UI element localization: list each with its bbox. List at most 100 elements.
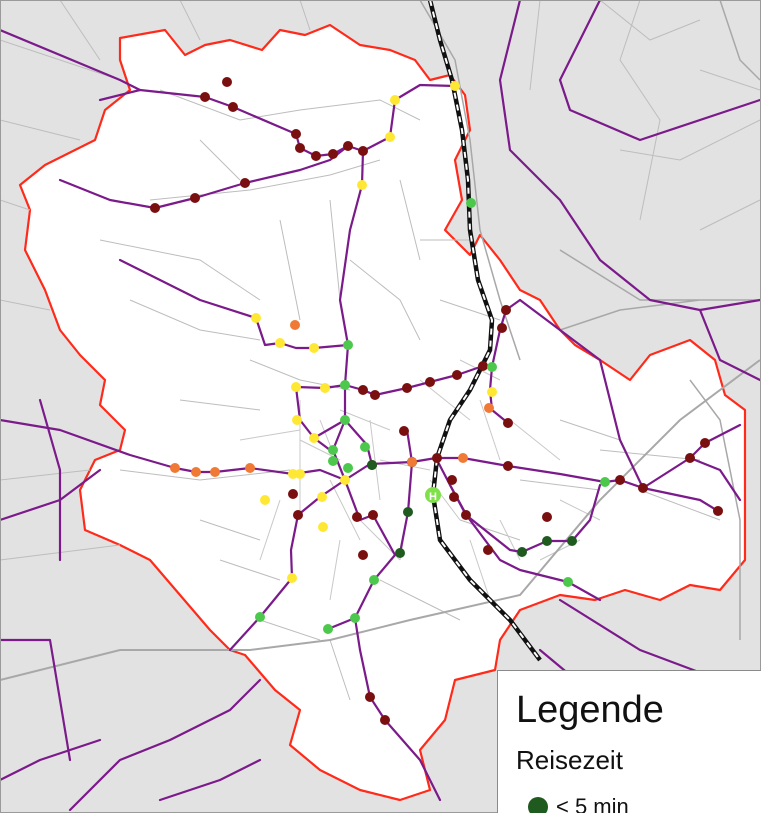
stop-marker-light-green[interactable] [369,575,379,585]
stop-marker-orange[interactable] [458,453,468,463]
stop-marker-light-green[interactable] [360,442,370,452]
stop-marker-light-green[interactable] [323,624,333,634]
stop-marker-dark-green[interactable] [395,548,405,558]
central-station[interactable]: H [425,487,441,503]
stop-marker-dark-red[interactable] [295,143,305,153]
stop-marker-dark-red[interactable] [343,141,353,151]
stop-marker-yellow[interactable] [357,180,367,190]
stop-marker-dark-red[interactable] [358,550,368,560]
stop-marker-yellow[interactable] [318,522,328,532]
stop-marker-dark-red[interactable] [461,510,471,520]
stop-marker-dark-red[interactable] [503,418,513,428]
stop-marker-dark-red[interactable] [328,149,338,159]
stop-marker-dark-red[interactable] [365,692,375,702]
stop-marker-dark-green[interactable] [403,507,413,517]
legend-entry: < 5 min [528,794,629,813]
stop-marker-dark-red[interactable] [432,453,442,463]
stop-marker-dark-red[interactable] [240,178,250,188]
stop-marker-yellow[interactable] [390,95,400,105]
stop-marker-light-green[interactable] [350,613,360,623]
stop-marker-light-green[interactable] [343,340,353,350]
stop-marker-yellow[interactable] [309,343,319,353]
stop-marker-dark-red[interactable] [368,510,378,520]
stop-marker-yellow[interactable] [340,475,350,485]
stop-marker-orange[interactable] [290,320,300,330]
stop-marker-dark-red[interactable] [478,361,488,371]
stop-marker-dark-red[interactable] [293,510,303,520]
stop-marker-dark-red[interactable] [615,475,625,485]
stop-marker-yellow[interactable] [385,132,395,142]
stop-marker-dark-red[interactable] [700,438,710,448]
stop-marker-yellow[interactable] [317,492,327,502]
legend-title: Legende [516,689,664,731]
stop-marker-dark-red[interactable] [228,102,238,112]
stop-marker-dark-red[interactable] [497,323,507,333]
stop-marker-dark-red[interactable] [685,453,695,463]
stop-marker-orange[interactable] [210,467,220,477]
stops-layer [150,77,723,725]
stop-marker-yellow[interactable] [450,81,460,91]
stop-marker-dark-red[interactable] [452,370,462,380]
stop-marker-yellow[interactable] [260,495,270,505]
stop-marker-light-green[interactable] [487,362,497,372]
stop-marker-orange[interactable] [245,463,255,473]
stop-marker-light-green[interactable] [600,477,610,487]
stop-marker-light-green[interactable] [328,445,338,455]
stop-marker-orange[interactable] [407,457,417,467]
stop-marker-light-green[interactable] [255,612,265,622]
stop-marker-dark-red[interactable] [150,203,160,213]
stop-marker-yellow[interactable] [292,415,302,425]
stop-marker-orange[interactable] [191,467,201,477]
stop-marker-dark-red[interactable] [291,129,301,139]
stop-marker-dark-red[interactable] [200,92,210,102]
stop-marker-dark-red[interactable] [425,377,435,387]
stop-marker-dark-red[interactable] [370,390,380,400]
stop-marker-dark-green[interactable] [567,536,577,546]
stop-marker-orange[interactable] [170,463,180,473]
stop-marker-dark-red[interactable] [402,383,412,393]
stop-marker-yellow[interactable] [287,573,297,583]
stop-marker-yellow[interactable] [251,313,261,323]
stop-marker-light-green[interactable] [466,198,476,208]
stop-marker-dark-red[interactable] [222,77,232,87]
stop-marker-yellow[interactable] [275,338,285,348]
street-network [0,0,761,701]
stop-marker-yellow[interactable] [309,433,319,443]
legend: Legende Reisezeit < 5 min [497,670,761,813]
stop-marker-dark-red[interactable] [358,146,368,156]
station-label: H [429,491,437,503]
stop-marker-light-green[interactable] [563,577,573,587]
city-boundary [18,23,747,802]
stop-marker-light-green[interactable] [340,415,350,425]
stop-marker-dark-green[interactable] [367,460,377,470]
stop-marker-dark-red[interactable] [447,475,457,485]
stop-marker-dark-red[interactable] [542,512,552,522]
stop-marker-yellow[interactable] [487,387,497,397]
stop-marker-dark-red[interactable] [483,545,493,555]
stop-marker-dark-green[interactable] [517,547,527,557]
stop-marker-light-green[interactable] [340,380,350,390]
stop-marker-yellow[interactable] [291,382,301,392]
stop-marker-dark-red[interactable] [713,506,723,516]
stop-marker-light-green[interactable] [343,463,353,473]
stop-marker-dark-red[interactable] [638,483,648,493]
stop-marker-dark-green[interactable] [542,536,552,546]
stop-marker-dark-red[interactable] [288,489,298,499]
stop-marker-dark-red[interactable] [399,426,409,436]
stop-marker-dark-red[interactable] [380,715,390,725]
stop-marker-dark-red[interactable] [190,193,200,203]
stop-marker-orange[interactable] [484,403,494,413]
stop-marker-dark-red[interactable] [501,305,511,315]
stop-marker-dark-red[interactable] [449,492,459,502]
stop-marker-dark-red[interactable] [503,461,513,471]
stop-marker-light-green[interactable] [328,456,338,466]
stop-marker-dark-red[interactable] [311,151,321,161]
stop-marker-yellow[interactable] [288,469,298,479]
stop-marker-dark-red[interactable] [358,385,368,395]
stop-marker-yellow[interactable] [320,383,330,393]
stop-marker-yellow[interactable] [295,469,305,479]
station-icon[interactable] [425,487,441,503]
stop-marker-dark-red[interactable] [352,512,362,522]
